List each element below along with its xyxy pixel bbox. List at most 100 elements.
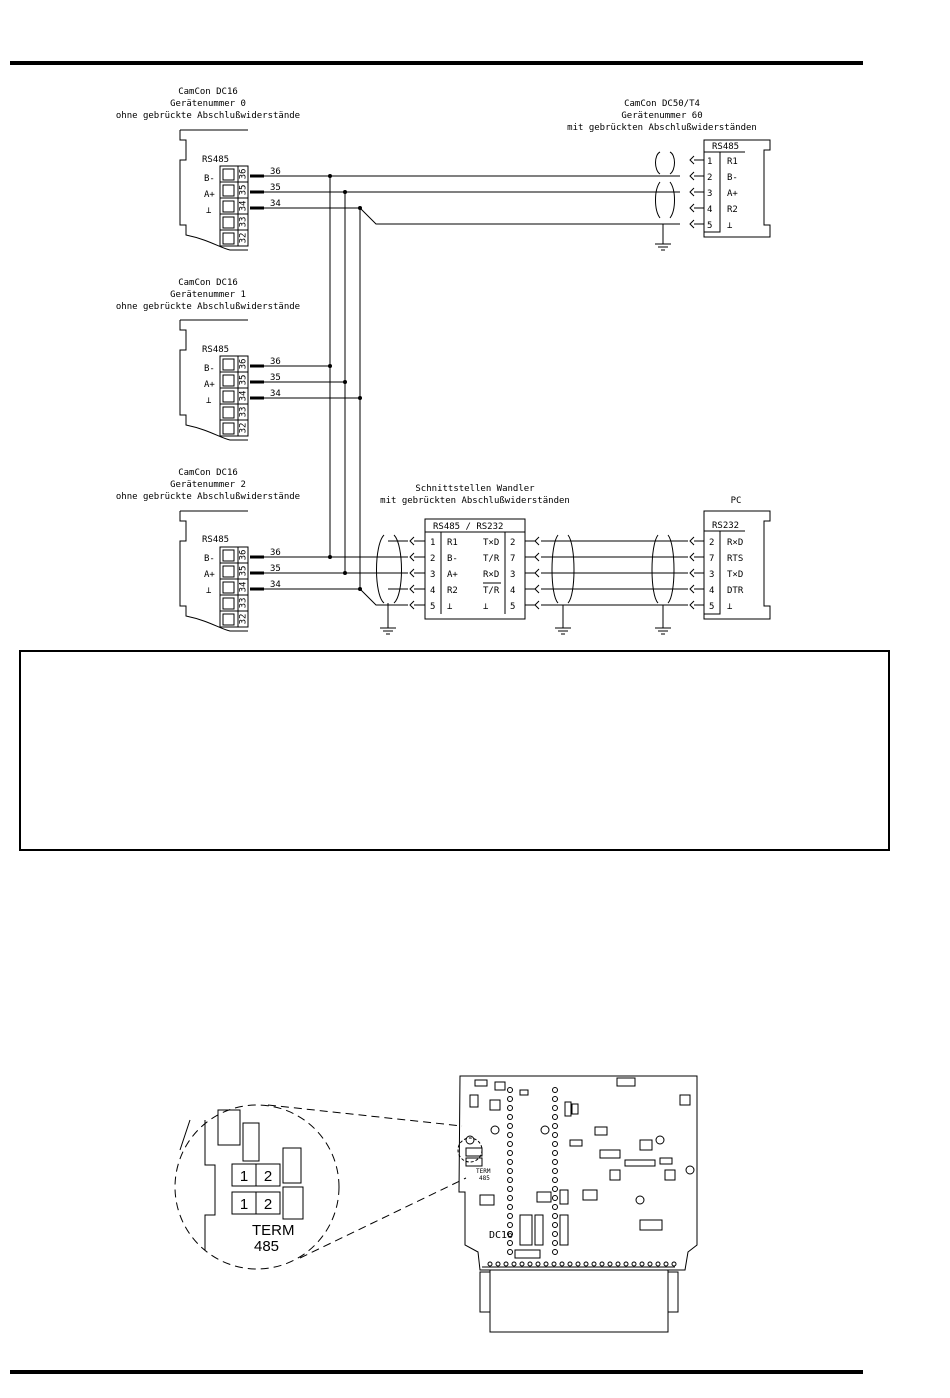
- converter-device: Schnittstellen Wandler mit gebrückten Ab…: [380, 484, 570, 620]
- svg-text:⊥: ⊥: [206, 206, 212, 216]
- svg-text:1: 1: [240, 1168, 248, 1185]
- svg-text:A+: A+: [204, 380, 215, 390]
- svg-text:Gerätenummer 2: Gerätenummer 2: [170, 480, 246, 490]
- terminal-number: 33: [239, 217, 249, 228]
- dc50-device: CamCon DC50/T4 Gerätenummer 60 mit gebrü…: [567, 99, 771, 251]
- dc50-signal: B-: [727, 173, 738, 183]
- pc-signal: T×D: [727, 570, 743, 580]
- converter-left-signal: B-: [447, 554, 458, 564]
- bottom-rule: [10, 1370, 863, 1374]
- svg-text:ohne gebrückte Abschlußwiderst: ohne gebrückte Abschlußwiderstände: [116, 302, 300, 312]
- svg-text:CamCon DC16: CamCon DC16: [178, 278, 238, 288]
- dc16-device-1: CamCon DC16 Gerätenummer 1 ohne gebrückt…: [116, 278, 300, 441]
- term-label: TERM: [252, 1222, 295, 1239]
- terminal-strip: 36 35 34 33 32: [219, 355, 249, 437]
- converter-right-pin: 7: [510, 554, 515, 564]
- svg-text:Gerätenummer 1: Gerätenummer 1: [170, 290, 246, 300]
- svg-text:34: 34: [270, 580, 281, 590]
- svg-text:B-: B-: [204, 364, 215, 374]
- terminal-number: 36: [239, 359, 249, 370]
- converter-pc-wires: [541, 540, 688, 606]
- converter-left-signal: R1: [447, 538, 458, 548]
- term-485-label: 485: [254, 1238, 279, 1255]
- pc-pin-number: 3: [709, 570, 714, 580]
- svg-text:35: 35: [270, 564, 281, 574]
- svg-text:35: 35: [270, 183, 281, 193]
- svg-text:RS485: RS485: [712, 142, 739, 152]
- converter-right-pin: 2: [510, 538, 515, 548]
- terminal-number: 34: [239, 391, 249, 402]
- svg-text:B-: B-: [204, 554, 215, 564]
- pc-signal: DTR: [727, 586, 744, 596]
- pc-pin-number: 4: [709, 586, 714, 596]
- svg-text:35: 35: [270, 373, 281, 383]
- terminal-number: 35: [239, 375, 249, 386]
- svg-text:Schnittstellen Wandler: Schnittstellen Wandler: [415, 484, 535, 494]
- svg-text:485: 485: [479, 1175, 490, 1182]
- pc-signal: RTS: [727, 554, 743, 564]
- dc50-signal: ⊥: [727, 221, 733, 231]
- converter-right-pin: 4: [510, 586, 515, 596]
- converter-left-signal: ⊥: [447, 602, 453, 612]
- svg-text:⊥: ⊥: [206, 396, 212, 406]
- pcb-board: TERM 485 DC16: [457, 1075, 698, 1333]
- converter-box: [424, 518, 526, 620]
- dc50-signal: R1: [727, 157, 738, 167]
- svg-text:2: 2: [264, 1196, 272, 1213]
- pcb-zoom: 1 2 1 2 TERM 485: [174, 1104, 467, 1270]
- svg-text:B-: B-: [204, 174, 215, 184]
- dc50-pin-number: 1: [707, 157, 712, 167]
- svg-text:RS485: RS485: [202, 345, 229, 355]
- top-rule: [10, 61, 863, 65]
- dc50-signal: R2: [727, 205, 738, 215]
- pc-signal: ⊥: [727, 602, 733, 612]
- converter-right-signal: T/R: [483, 586, 500, 596]
- svg-text:mit gebrückten Abschlußwiderst: mit gebrückten Abschlußwiderständen: [567, 123, 757, 133]
- dc16-device-2: CamCon DC16 Gerätenummer 2 ohne gebrückt…: [116, 468, 300, 632]
- converter-right-signal: ⊥: [483, 602, 489, 612]
- converter-left-pin: 5: [430, 602, 435, 612]
- info-frame: [19, 650, 890, 851]
- svg-text:A+: A+: [204, 570, 215, 580]
- dc16-0-number: Gerätenummer 0: [170, 99, 246, 109]
- converter-left-pin: 2: [430, 554, 435, 564]
- terminal-number: 32: [239, 423, 249, 434]
- pc-pin-number: 5: [709, 602, 714, 612]
- converter-left-pin: 3: [430, 570, 435, 580]
- terminal-number: 32: [239, 614, 249, 625]
- terminal-number: 33: [239, 407, 249, 418]
- dc50-pin-number: 2: [707, 173, 712, 183]
- pc-pin-number: 7: [709, 554, 714, 564]
- svg-text:RS232: RS232: [712, 521, 739, 531]
- dc50-pin-number: 3: [707, 189, 712, 199]
- dc50-pin-number: 4: [707, 205, 712, 215]
- svg-text:TERM: TERM: [476, 1168, 491, 1175]
- svg-text:34: 34: [270, 389, 281, 399]
- converter-left-pin: 4: [430, 586, 435, 596]
- svg-text:mit gebrückten Abschlußwiderst: mit gebrückten Abschlußwiderständen: [380, 496, 570, 506]
- svg-text:RS485: RS485: [202, 155, 229, 165]
- terminal-number: 34: [239, 201, 249, 212]
- converter-right-pin: 3: [510, 570, 515, 580]
- board-label: DC16: [489, 1230, 513, 1241]
- svg-text:Gerätenummer 60: Gerätenummer 60: [621, 111, 702, 121]
- terminal-number: 35: [239, 185, 249, 196]
- converter-right-signal: T/R: [483, 554, 500, 564]
- dc16-0-title: CamCon DC16: [178, 87, 238, 97]
- converter-left-signal: A+: [447, 570, 458, 580]
- dc16-0-note: ohne gebrückte Abschlußwiderstände: [116, 111, 300, 121]
- terminal-number: 36: [239, 550, 249, 561]
- terminal-number: 33: [239, 598, 249, 609]
- svg-text:ohne gebrückte Abschlußwiderst: ohne gebrückte Abschlußwiderstände: [116, 492, 300, 502]
- converter-right-pin: 5: [510, 602, 515, 612]
- svg-text:34: 34: [270, 199, 281, 209]
- dc50-pin-number: 5: [707, 221, 712, 231]
- terminal-number: 34: [239, 582, 249, 593]
- svg-text:1: 1: [240, 1196, 248, 1213]
- svg-text:2: 2: [264, 1168, 272, 1185]
- svg-text:CamCon DC16: CamCon DC16: [178, 468, 238, 478]
